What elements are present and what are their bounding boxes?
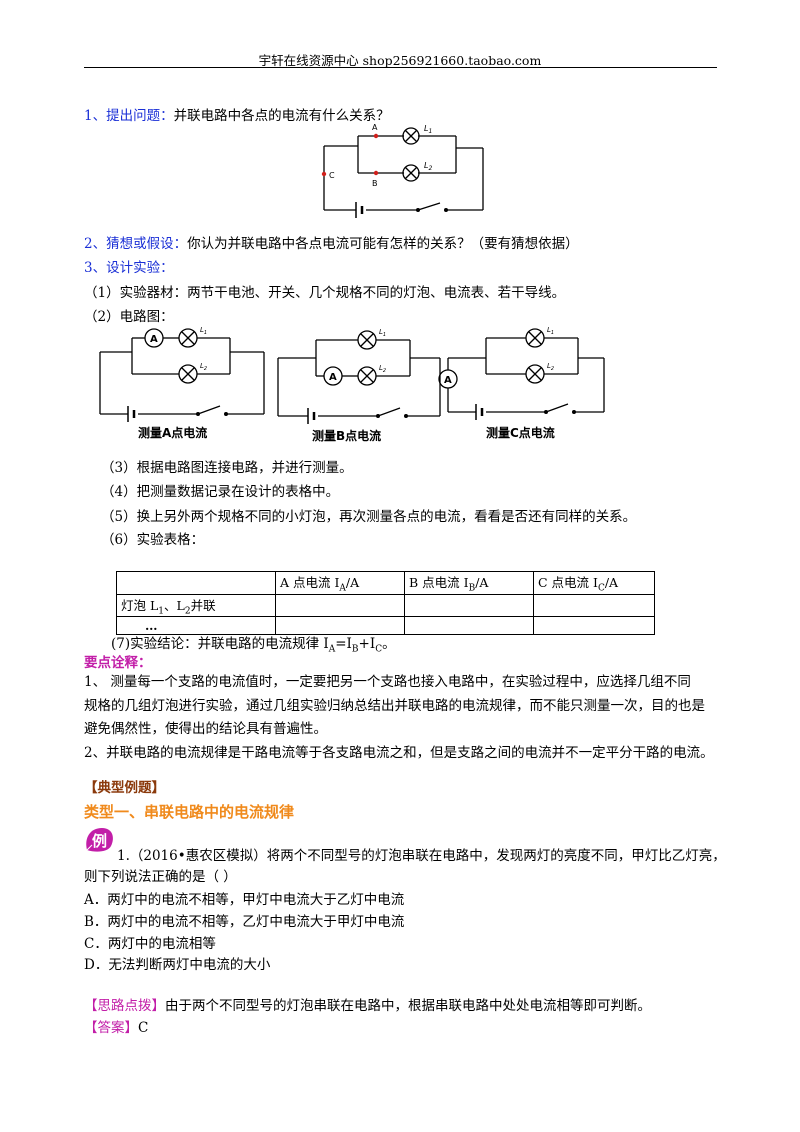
experiment-table: A 点电流 IA/A B 点电流 IB/A C 点电流 IC/A 灯泡 L1、L… [116, 571, 655, 635]
diagram-label: （2）电路图： [84, 309, 174, 325]
ammeter-b-icon: A [329, 372, 337, 383]
example-type-1-title: 类型一、串联电路中的电流规律 [84, 803, 295, 821]
table-header-b: B 点电流 IB/A [404, 571, 534, 595]
hint: 【思路点拨】由于两个不同型号的灯泡串联在电路中，根据串联电路中处处电流相等即可判… [84, 994, 651, 1014]
c2-l1-label: L1 [379, 328, 386, 338]
c1-l2-label: L2 [200, 362, 207, 372]
table-cell [404, 593, 534, 617]
ammeter-c-icon: A [444, 375, 452, 386]
table-row-label: … [116, 616, 276, 635]
point-b-label: B [372, 179, 378, 188]
example-badge-label: 例 [92, 832, 108, 850]
table-row-label: 灯泡 L1、L2并联 [116, 593, 276, 617]
circuit-measure-b [277, 330, 441, 424]
point-c-label: C [329, 171, 335, 180]
question-1-line2: 则下列说法正确的是（ ） [84, 869, 237, 885]
notes-p2: 2、并联电路的电流规律是干路电流等于各支路电流之和，但是支路之间的电流并不一定平… [84, 745, 714, 761]
circuit-measure-c [438, 328, 605, 420]
table-header-a: A 点电流 IA/A [275, 571, 405, 595]
section-2-text: 你认为并联电路中各点电流可能有怎样的关系？（要有猜想依据） [187, 236, 579, 252]
step-3: （3）根据电路图连接电路，并进行测量。 [101, 460, 353, 476]
measurement-circuits: A A A L1 L2 L1 L2 L1 L2 [99, 326, 605, 424]
section-1-title: 提出问题： [106, 108, 174, 124]
notes-title: 要点诠释： [84, 655, 152, 671]
table-cell [275, 593, 405, 617]
caption-measure-c: 测量C点电流 [486, 426, 555, 440]
hint-text: 由于两个不同型号的灯泡串联在电路中，根据串联电路中处处电流相等即可判断。 [165, 998, 651, 1014]
section-2: 2、猜想或假设：你认为并联电路中各点电流可能有怎样的关系？（要有猜想依据） [84, 232, 579, 252]
examples-heading: 【典型例题】 [84, 780, 165, 796]
answer-label: 【答案】 [84, 1020, 138, 1036]
lamp-l2-label: L2 [424, 161, 432, 172]
caption-measure-b: 测量B点电流 [312, 429, 382, 443]
page-header: 宇轩在线资源中心 shop256921660.taobao.com [258, 53, 542, 68]
option-a: A．两灯中的电流不相等，甲灯中电流大于乙灯中电流 [84, 892, 405, 908]
answer: 【答案】C [84, 1016, 148, 1036]
ammeter-a-icon: A [150, 334, 158, 345]
notes-p1-line1: 1、 测量每一个支路的电流值时，一定要把另一个支路也接入电路中，在实验过程中，应… [84, 674, 691, 690]
table-header-row: A 点电流 IA/A B 点电流 IB/A C 点电流 IC/A [116, 571, 655, 595]
hint-label: 【思路点拨】 [84, 998, 165, 1014]
section-3-number: 3、 [84, 260, 107, 276]
notes-p1-line2: 规格的几组灯泡进行实验，通过几组实验归纳总结出并联电路的电流规律，而不能只测量一… [84, 698, 705, 714]
c3-l2-label: L2 [547, 362, 554, 372]
table-row: 灯泡 L1、L2并联 [116, 593, 655, 617]
option-c: C．两灯中的电流相等 [84, 936, 216, 952]
option-d: D．无法判断两灯中电流的大小 [84, 957, 271, 973]
option-b: B．两灯中的电流不相等，乙灯中电流大于甲灯中电流 [84, 914, 405, 930]
step-4: （4）把测量数据记录在设计的表格中。 [101, 484, 340, 500]
circuit-diagram-parallel: A B C L1 L2 [321, 123, 484, 218]
header-rule [84, 67, 717, 68]
example-badge: 例 [84, 826, 116, 854]
section-3-title: 设计实验： [106, 260, 174, 276]
section-2-title: 猜想或假设： [106, 236, 188, 252]
table-cell [404, 616, 534, 635]
answer-text: C [138, 1020, 149, 1036]
table-header-c: C 点电流 IC/A [533, 571, 655, 595]
example-badge-icon [86, 828, 113, 852]
section-1-text: 并联电路中各点的电流有什么关系？ [173, 108, 390, 124]
circuit-measure-a [99, 328, 265, 422]
conclusion: (7)实验结论：并联电路的电流规律 IA=IB+IC。 [111, 636, 396, 655]
table-cell [116, 571, 276, 595]
c3-l1-label: L1 [547, 326, 554, 336]
table-cell [533, 593, 655, 617]
caption-measure-a: 测量A点电流 [138, 426, 208, 440]
section-3: 3、设计实验： [84, 256, 174, 276]
c2-l2-label: L2 [379, 364, 386, 374]
section-1-number: 1、 [84, 108, 107, 124]
table-row: … [116, 616, 655, 635]
point-a-label: A [372, 123, 378, 132]
section-1: 1、提出问题：并联电路中各点的电流有什么关系？ [84, 104, 390, 124]
table-cell [533, 616, 655, 635]
step-5: （5）换上另外两个规格不同的小灯泡，再次测量各点的电流，看看是否还有同样的关系。 [101, 509, 637, 525]
question-1-line1: 1.（2016•惠农区模拟）将两个不同型号的灯泡串联在电路中，发现两灯的亮度不同… [117, 848, 726, 864]
section-2-number: 2、 [84, 236, 107, 252]
equipment-text: （1）实验器材：两节干电池、开关、几个规格不同的灯泡、电流表、若干导线。 [84, 285, 566, 301]
c1-l1-label: L1 [200, 326, 207, 336]
notes-p1-line3: 避免偶然性，使得出的结论具有普遍性。 [84, 721, 327, 737]
lamp-l1-label: L1 [424, 124, 432, 135]
step-6: （6）实验表格： [101, 532, 205, 548]
